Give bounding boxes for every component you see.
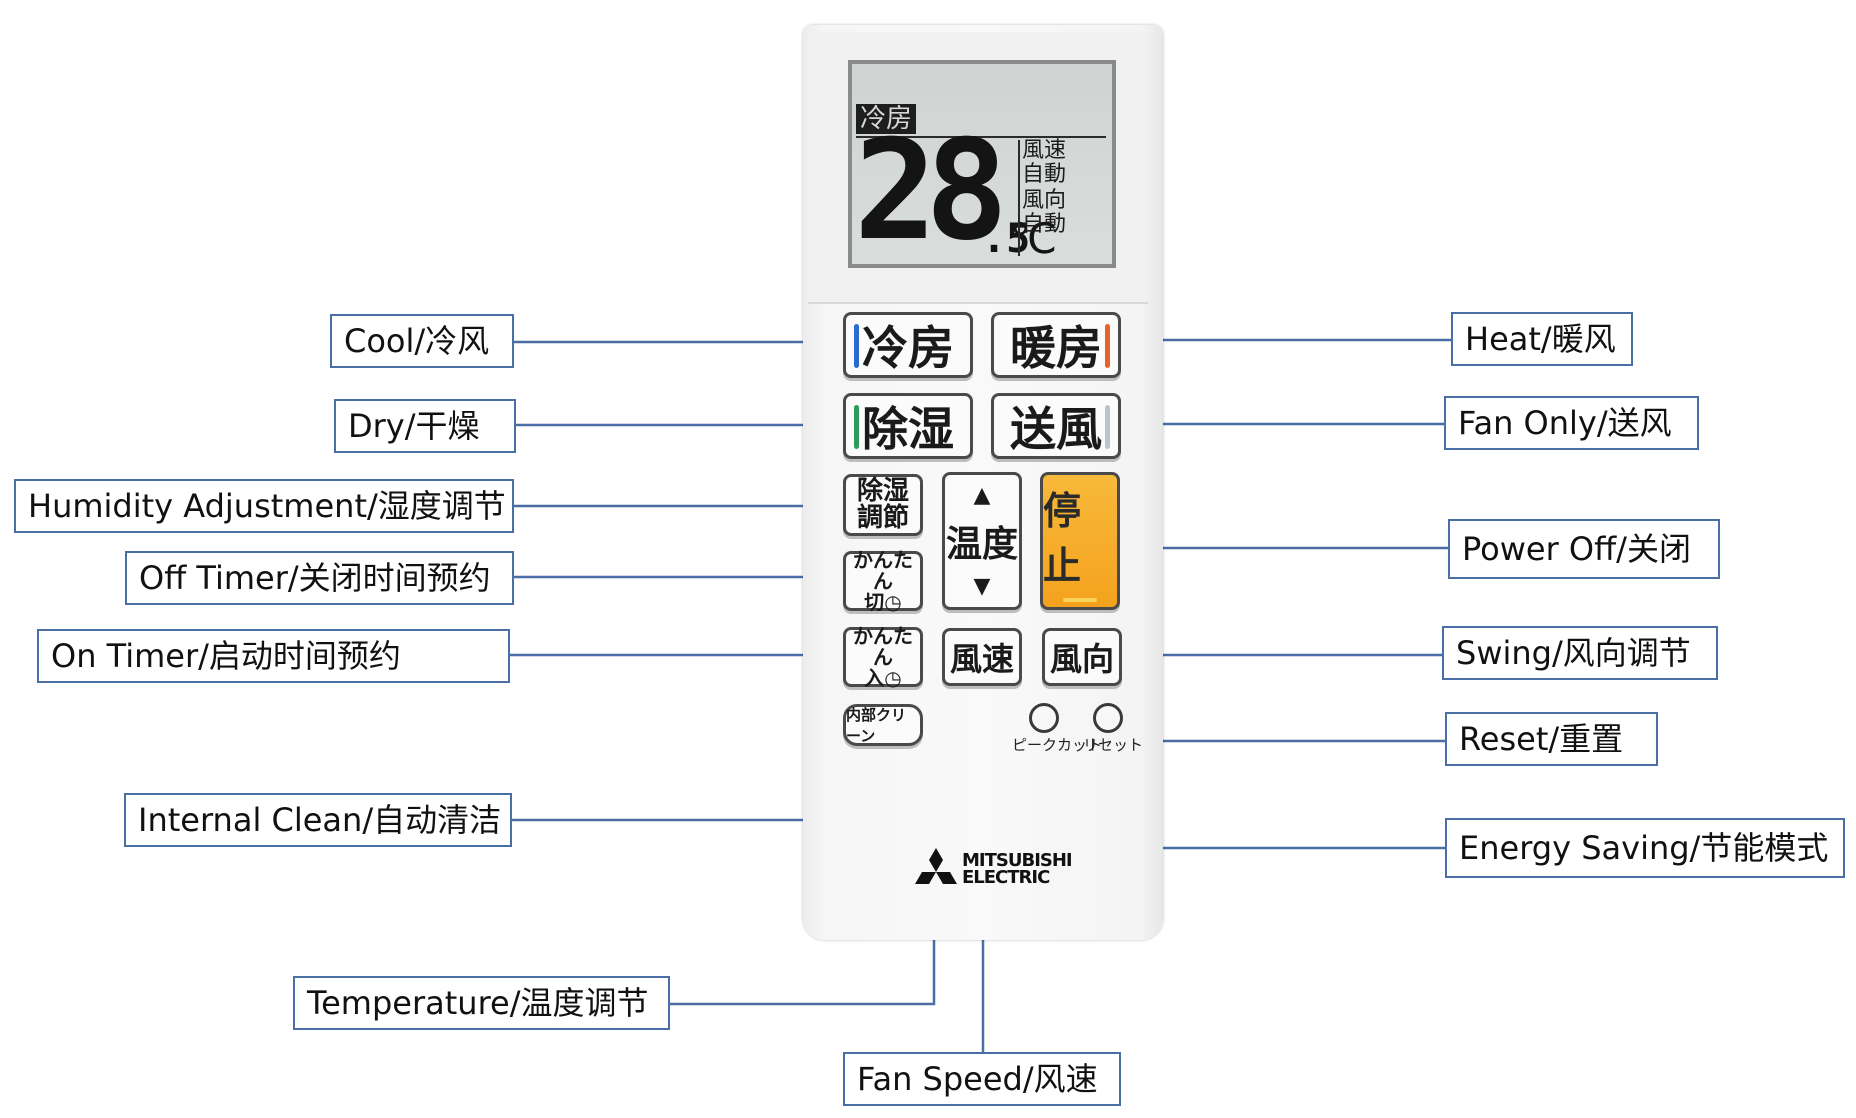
callout-fan-only-text: Fan Only/送风 (1458, 404, 1672, 442)
lcd-temperature-decimal: .5 (982, 216, 1031, 262)
fan-only-button-label: 送風 (1010, 402, 1102, 456)
callout-reset: Reset/重置 (1445, 712, 1658, 766)
fan-only-button[interactable]: 送風 (991, 393, 1121, 459)
humidity-adjust-button[interactable]: 除湿 調節 (843, 474, 923, 536)
callout-cool-text: Cool/冷风 (344, 322, 490, 360)
off-timer-bottom: 切 (864, 589, 885, 614)
off-timer-button[interactable]: かんたん 切◷ (843, 547, 923, 614)
callout-fan-only: Fan Only/送风 (1444, 396, 1699, 450)
dry-color-bar (854, 405, 859, 449)
callout-dry-text: Dry/干燥 (348, 407, 480, 445)
callout-on-timer-text: On Timer/启动时间预约 (51, 637, 401, 675)
power-off-indicator (1063, 598, 1097, 602)
brand-line-1: MITSUBISHI (962, 850, 1073, 871)
swing-label: 風向 (1049, 640, 1114, 678)
brand-logo-text: MITSUBISHI ELECTRIC (962, 850, 1073, 889)
temperature-label: 温度 (945, 524, 1018, 565)
clock-icon: ◷ (884, 665, 902, 690)
lcd-fan-speed-label: 風速 (1022, 138, 1067, 163)
lcd-direction-value: 自動 (1022, 212, 1067, 237)
fan-speed-button[interactable]: 風速 (942, 628, 1022, 686)
lcd-temperature-unit: ℃ (1010, 214, 1058, 263)
internal-clean-label: 内部クリーン (846, 706, 907, 745)
callout-power-off-text: Power Off/关闭 (1462, 530, 1691, 568)
callout-heat: Heat/暖风 (1451, 312, 1633, 366)
humidity-adjust-bottom: 調節 (856, 503, 909, 533)
callout-humidity-text: Humidity Adjustment/湿度调节 (28, 487, 506, 525)
dry-button[interactable]: 除湿 (843, 393, 973, 459)
callout-swing: Swing/风向调节 (1442, 626, 1718, 680)
lcd-temperature: 28 (854, 110, 1008, 271)
cool-button-label: 冷房 (862, 321, 954, 375)
on-timer-button[interactable]: かんたん 入◷ (843, 623, 923, 690)
callout-humidity-adjustment: Humidity Adjustment/湿度调节 (14, 479, 514, 533)
fan-only-color-bar (1105, 405, 1110, 449)
swing-button[interactable]: 風向 (1042, 628, 1122, 686)
mitsubishi-logo-icon (915, 848, 957, 884)
callout-cool: Cool/冷风 (330, 314, 514, 368)
fan-speed-label: 風速 (949, 640, 1014, 678)
callout-reset-text: Reset/重置 (1459, 720, 1624, 758)
callout-dry: Dry/干燥 (334, 399, 516, 453)
heat-button-label: 暖房 (1010, 321, 1102, 375)
lcd-fan-speed-value: 自動 (1022, 162, 1067, 187)
callout-energy-saving: Energy Saving/节能模式 (1445, 818, 1845, 878)
lcd-divider (856, 136, 1106, 138)
peak-cut-button[interactable] (1029, 703, 1059, 733)
lcd-direction-label: 風向 (1022, 188, 1067, 213)
callout-on-timer: On Timer/启动时间预约 (37, 629, 510, 683)
temperature-rocker[interactable]: ▲ 温度 ▼ (942, 472, 1022, 610)
off-timer-top: かんたん (853, 547, 913, 593)
peak-cut-label: ピークカット (1012, 736, 1103, 754)
callout-off-timer-text: Off Timer/关闭时间预约 (139, 559, 491, 597)
power-off-button[interactable]: 停止 (1040, 472, 1120, 610)
lcd-mode-label: 冷房 (856, 104, 917, 134)
callout-fan-speed-text: Fan Speed/风速 (857, 1060, 1098, 1098)
heat-button[interactable]: 暖房 (991, 312, 1121, 378)
brand-line-2: ELECTRIC (962, 867, 1050, 889)
dry-button-label: 除湿 (862, 402, 954, 456)
clock-icon: ◷ (884, 589, 902, 614)
reset-label: リセット (1083, 736, 1144, 754)
callout-energy-saving-text: Energy Saving/节能模式 (1459, 829, 1829, 867)
reset-button[interactable] (1093, 703, 1123, 733)
power-off-label: 停止 (1043, 489, 1082, 588)
temperature-down-icon[interactable]: ▼ (973, 574, 991, 599)
temperature-up-icon[interactable]: ▲ (973, 483, 991, 508)
lcd-display: 冷房 28 .5 ℃ 風速 自動 風向 自動 (848, 60, 1116, 268)
callout-off-timer: Off Timer/关闭时间预约 (125, 551, 514, 605)
callout-power-off: Power Off/关闭 (1448, 519, 1720, 579)
on-timer-bottom: 入 (864, 665, 885, 690)
callout-temperature-text: Temperature/温度调节 (307, 984, 649, 1022)
cool-button[interactable]: 冷房 (843, 312, 973, 378)
humidity-adjust-top: 除湿 (856, 475, 909, 506)
callout-swing-text: Swing/风向调节 (1456, 634, 1691, 672)
cool-color-bar (854, 324, 859, 368)
callout-heat-text: Heat/暖风 (1465, 320, 1616, 358)
callout-temperature: Temperature/温度调节 (293, 976, 670, 1030)
callout-fan-speed: Fan Speed/风速 (843, 1052, 1121, 1106)
callout-internal-clean: Internal Clean/自动清洁 (124, 793, 512, 847)
internal-clean-button[interactable]: 内部クリーン (843, 704, 923, 746)
lcd-separator (1018, 140, 1020, 256)
heat-color-bar (1105, 324, 1110, 368)
callout-internal-clean-text: Internal Clean/自动清洁 (138, 801, 502, 839)
on-timer-top: かんたん (853, 623, 913, 669)
